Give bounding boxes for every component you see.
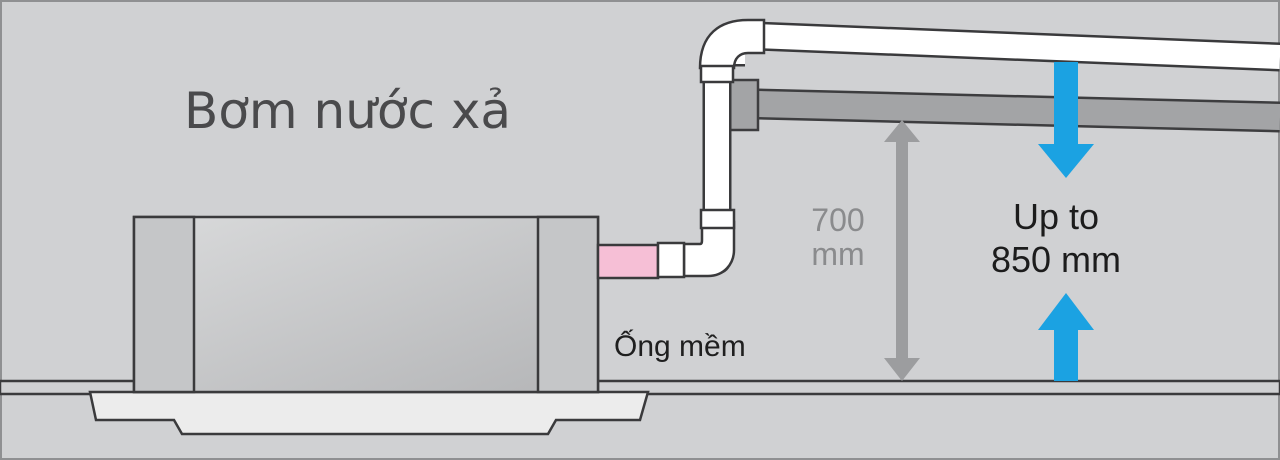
indoor-unit-left-side (132, 215, 196, 394)
height-700-arrow (884, 120, 920, 381)
height-700-unit: mm (811, 236, 865, 272)
standard-drain-pipe (702, 78, 1280, 133)
raised-drain-pipe (656, 18, 1280, 279)
indoor-unit-body (132, 215, 600, 394)
indoor-unit-right-side (536, 215, 600, 394)
height-850-arrows (1038, 62, 1094, 381)
diagram-title: Bơm nước xả (184, 82, 512, 140)
top-elbow (698, 18, 766, 70)
flexible-hose-label: Ống mềm (614, 330, 746, 363)
bottom-elbow-collar (699, 208, 736, 230)
height-700-value: 700 (811, 202, 865, 238)
top-elbow-collar (699, 64, 735, 84)
height-850-line2: 850 mm (990, 239, 1122, 280)
height-700-label: 700 mm (793, 203, 883, 271)
indoor-unit-panel (88, 390, 650, 436)
flexible-hose (596, 243, 660, 280)
height-850-label: Up to 850 mm (966, 195, 1146, 281)
height-850-line1: Up to (1012, 196, 1100, 237)
bottom-elbow (682, 220, 736, 278)
horizontal-pipe (756, 24, 1280, 69)
hose-connector (656, 241, 686, 279)
indoor-unit (88, 215, 650, 436)
